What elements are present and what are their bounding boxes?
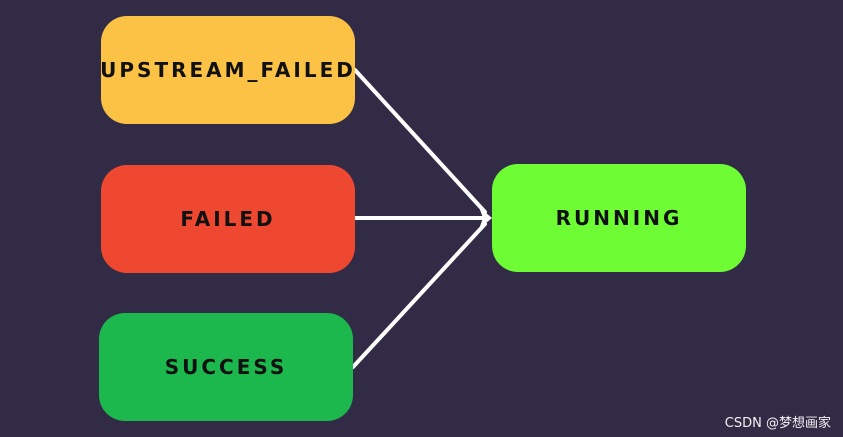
watermark: CSDN @梦想画家 [724,416,831,431]
node-running-label: RUNNING [555,206,683,230]
node-upstream-failed: UPSTREAM_FAILED [100,16,356,124]
edge-success-to-running [351,222,487,369]
node-upstream-failed-label: UPSTREAM_FAILED [100,58,356,82]
node-success: SUCCESS [99,313,353,421]
edge-upstream-failed-to-running [353,68,487,214]
node-failed-label: FAILED [180,207,276,231]
arrowhead-icon [479,207,492,229]
node-failed: FAILED [101,165,355,273]
node-success-label: SUCCESS [164,355,288,379]
node-running: RUNNING [492,164,746,272]
